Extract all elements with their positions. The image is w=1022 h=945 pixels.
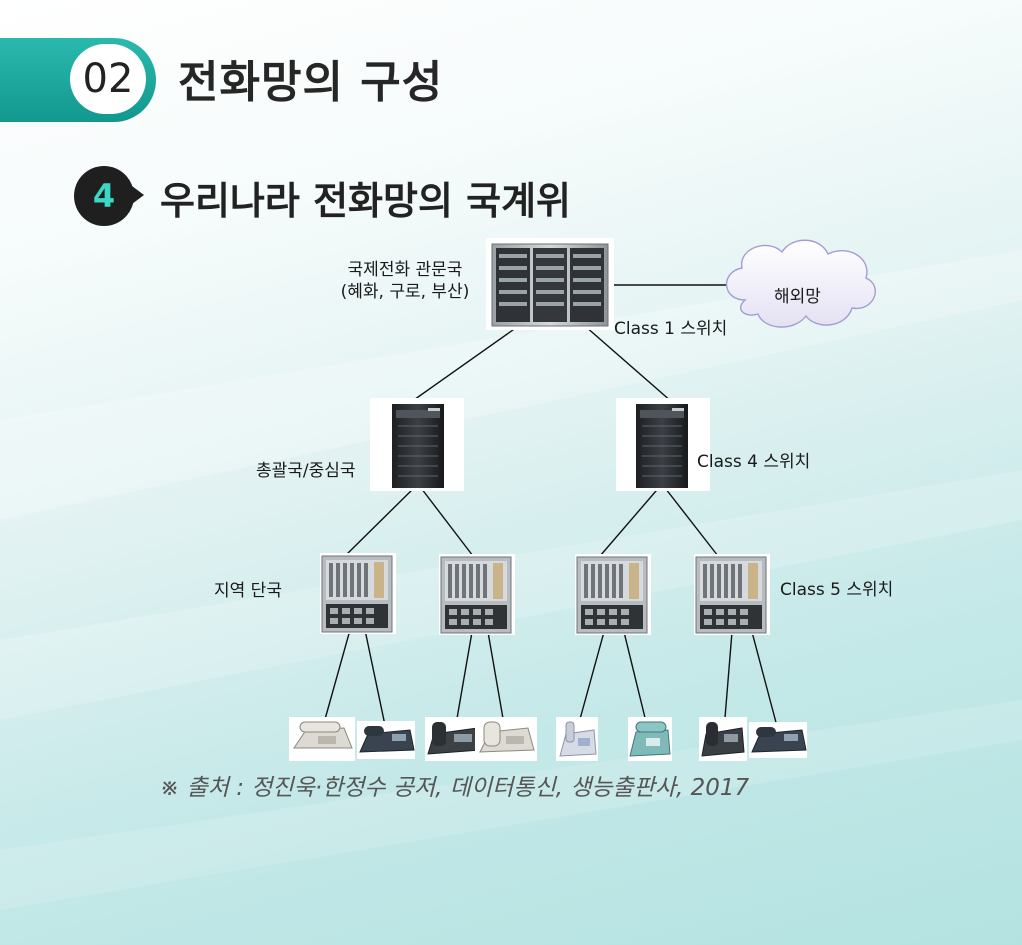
telephone-1-icon [289, 717, 355, 761]
gateway-switch-cabinet [486, 238, 614, 330]
toll-switch-right [616, 398, 710, 491]
local-node-label: 지역 단국 [214, 581, 282, 601]
toll-node-label: 총괄국/중심국 [256, 461, 356, 481]
link-c4left-c5-a [344, 483, 419, 557]
link-c5d-phone-8 [751, 631, 779, 731]
link-c4left-c5-b [417, 483, 474, 557]
local-switch-1 [320, 553, 396, 634]
link-class1-class4-left [410, 319, 528, 403]
gateway-name: 국제전화 관문국 [347, 260, 463, 280]
telephone-5-icon [556, 717, 598, 761]
telephone-7-icon [699, 717, 747, 761]
link-class1-class4-right [584, 325, 673, 403]
overseas-label: 해외망 [774, 287, 821, 307]
telephone-6-icon [628, 717, 672, 761]
link-c5a-phone-2 [364, 629, 387, 731]
telephone-2-icon [357, 721, 415, 759]
chapter-number: 02 [70, 44, 146, 114]
connection-lines [321, 284, 779, 731]
local-switch-2 [438, 553, 516, 636]
section-arrow-icon [132, 186, 144, 204]
overseas-network-cloud [725, 239, 876, 328]
toll-switch-left [370, 398, 464, 491]
gateway-name-label: 국제전화 관문국 (혜화, 구로, 부산) [325, 259, 485, 303]
telephone-8-icon [749, 722, 807, 758]
section-title: 우리나라 전화망의 국계위 [160, 179, 572, 223]
source-citation: ※ 출처 : 정진욱·한정수 공저, 데이터통신, 생능출판사, 2017 [160, 775, 750, 801]
link-c4right-c5-c [599, 483, 663, 557]
link-c5b-phone-3 [454, 631, 473, 731]
gateway-locations: (혜화, 구로, 부산) [340, 282, 470, 302]
class1-label: Class 1 스위치 [614, 319, 728, 339]
page-title: 전화망의 구성 [178, 57, 444, 108]
link-c4right-c5-d [661, 483, 719, 557]
section-number-badge: 4 [74, 166, 134, 226]
class4-label: Class 4 스위치 [697, 452, 811, 472]
link-c5c-phone-5 [576, 631, 605, 731]
link-c5d-phone-7 [723, 631, 733, 731]
local-switch-3 [574, 553, 652, 636]
class5-label: Class 5 스위치 [780, 580, 894, 600]
telephone-3-icon [425, 717, 483, 761]
local-switch-4 [693, 553, 771, 636]
telephone-4-icon [475, 717, 537, 761]
link-c5c-phone-6 [623, 631, 649, 731]
link-c5a-phone-1 [321, 629, 351, 731]
link-c5b-phone-4 [487, 631, 506, 731]
